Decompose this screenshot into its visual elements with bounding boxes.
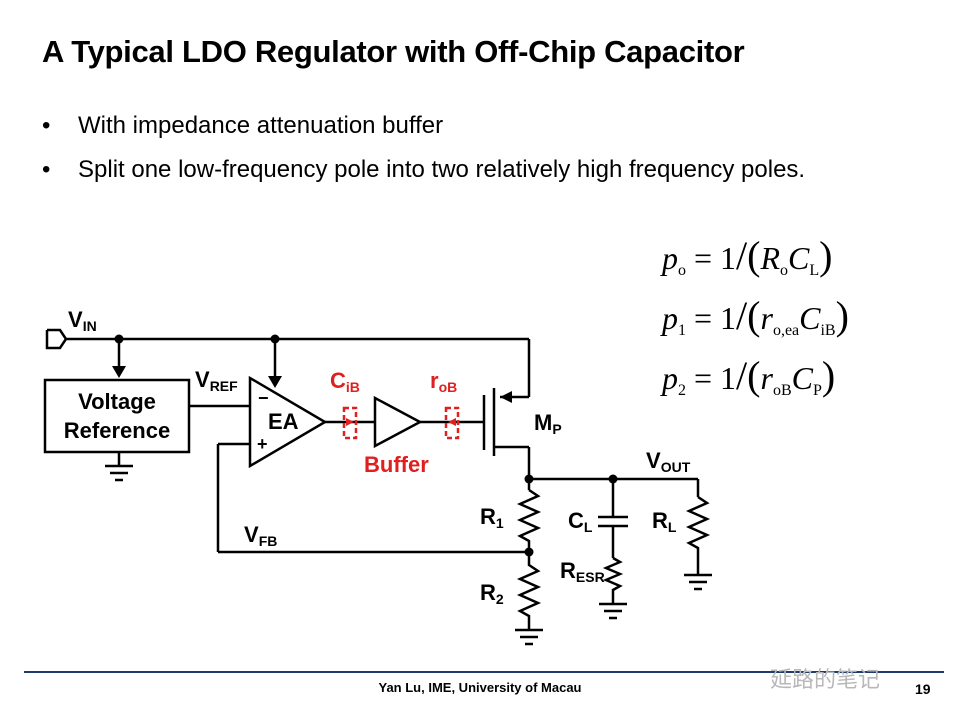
rl-resistor	[685, 495, 711, 575]
eq-subscript: 1	[678, 322, 686, 339]
ea-supply-arrow	[268, 376, 282, 388]
footer-divider	[24, 671, 944, 673]
bullet-text: Split one low-frequency pole into two re…	[78, 156, 806, 183]
ea-plus-sign: +	[257, 434, 268, 454]
bullet-dot: •	[42, 112, 51, 139]
cib-marker	[342, 406, 358, 440]
ground-symbol	[599, 602, 627, 620]
rob-marker	[444, 406, 460, 440]
cib-label: CiB	[330, 368, 360, 395]
eq-numerator: 1	[720, 360, 737, 396]
eq-subscript: o,ea	[772, 322, 800, 339]
ea-minus-sign: −	[258, 388, 269, 408]
eq-subscript: P	[812, 382, 822, 399]
eq-numerator: 1	[720, 240, 737, 276]
eq-symbol: C	[799, 300, 821, 336]
eq-symbol: C	[791, 360, 813, 396]
vout-label: VOUT	[646, 448, 691, 475]
eq-symbol: p	[662, 360, 678, 396]
vin-arrow	[112, 366, 126, 378]
mp-label: MP	[534, 410, 562, 437]
eq-subscript: 2	[678, 382, 686, 399]
buffer-label: Buffer	[364, 452, 429, 477]
ea-amplifier	[248, 375, 328, 469]
eq-symbol: p	[662, 300, 678, 336]
vin-label: VIN	[68, 307, 97, 334]
page-number: 19	[915, 681, 931, 697]
cl-label: CL	[568, 508, 593, 535]
r2-label: R2	[480, 580, 504, 607]
ground-symbol	[684, 573, 712, 591]
eq-symbol: r	[760, 360, 773, 396]
buffer-triangle	[373, 395, 423, 449]
vref-label: VREF	[195, 367, 238, 394]
voltage-reference-line2: Reference	[64, 418, 170, 443]
r1-resistor	[516, 488, 542, 552]
ea-label: EA	[268, 409, 299, 434]
r2-resistor	[516, 552, 542, 630]
eq-symbol: r	[760, 300, 773, 336]
rob-label: roB	[430, 368, 457, 395]
watermark: 延路的笔记	[770, 668, 881, 693]
r1-label: R1	[480, 504, 504, 531]
eq-symbol: R	[760, 240, 781, 276]
vfb-label: VFB	[244, 522, 277, 549]
junction-dot	[114, 334, 124, 344]
junction-dot	[608, 474, 618, 484]
resr-resistor	[602, 556, 624, 604]
bullet-item: • With impedance attenuation buffer	[42, 104, 922, 148]
rob-arrow	[448, 418, 456, 426]
pmos-arrow	[500, 391, 512, 403]
bullet-text: With impedance attenuation buffer	[78, 112, 444, 139]
voltage-reference-box	[43, 378, 191, 454]
eq-symbol: p	[662, 240, 678, 276]
slide-title: A Typical LDO Regulator with Off-Chip Ca…	[42, 34, 745, 69]
eq-subscript: iB	[820, 322, 836, 339]
vin-pin	[45, 328, 68, 350]
rl-label: RL	[652, 508, 677, 535]
footer-credit: Yan Lu, IME, University of Macau	[378, 680, 582, 695]
eq-numerator: 1	[720, 300, 737, 336]
eq-subscript: L	[809, 262, 820, 279]
cib-arrow	[346, 418, 354, 426]
eq-subscript: oB	[772, 382, 792, 399]
bullet-list: • With impedance attenuation buffer • Sp…	[42, 104, 922, 192]
eq-symbol: C	[788, 240, 810, 276]
equation-p0: po = 1/(RoCL)	[662, 233, 833, 279]
junction-dot	[524, 474, 534, 484]
eq-subscript: o	[678, 262, 686, 279]
ground-symbol	[105, 464, 133, 482]
junction-dot	[524, 547, 534, 557]
voltage-reference-line1: Voltage	[78, 389, 156, 414]
bullet-dot: •	[42, 156, 51, 183]
equation-p1: p1 = 1/(ro,eaCiB)	[662, 293, 849, 339]
ground-symbol	[515, 628, 543, 646]
equation-p2: p2 = 1/(roBCP)	[662, 353, 836, 399]
resr-label: RESR	[560, 558, 605, 585]
junction-dot	[270, 334, 280, 344]
eq-subscript: o	[780, 262, 789, 279]
bullet-item: • Split one low-frequency pole into two …	[42, 148, 922, 192]
